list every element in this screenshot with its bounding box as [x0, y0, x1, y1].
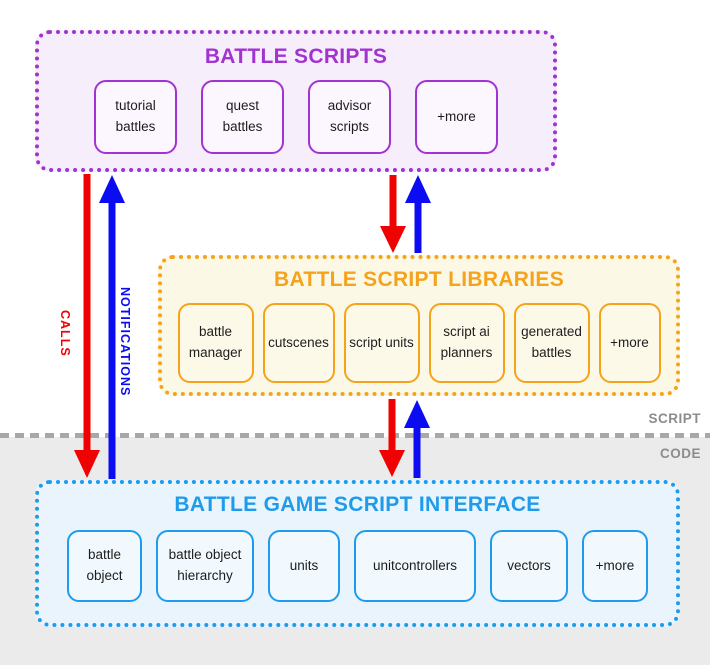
battle-scripts-title: BATTLE SCRIPTS [204, 45, 388, 68]
notifications-arrow-top [405, 175, 431, 253]
node-script-units: script units [343, 303, 420, 383]
battle-game-script-interface-items-row: battle object battle object hierarchy un… [39, 530, 676, 602]
node-quest-battles: quest battles [201, 80, 284, 154]
calls-arrow-top [380, 175, 406, 253]
node-tutorial-battles: tutorial battles [94, 80, 177, 154]
node-unitcontrollers: unitcontrollers [354, 530, 476, 602]
code-layer-label: CODE [659, 446, 701, 461]
node-scripts-more: +more [415, 80, 498, 154]
battle-scripts-group: BATTLE SCRIPTS tutorial battles quest ba… [35, 30, 557, 172]
node-libraries-more: +more [598, 303, 661, 383]
battle-script-libraries-group: BATTLE SCRIPT LIBRARIES battle manager c… [158, 255, 680, 396]
script-code-divider-line [0, 433, 710, 438]
node-generated-battles: generated battles [513, 303, 590, 383]
script-layer-label: SCRIPT [648, 411, 701, 426]
battle-game-script-interface-group: BATTLE GAME SCRIPT INTERFACE battle obje… [35, 480, 680, 627]
calls-arrow-label: CALLS [58, 310, 72, 357]
node-battle-manager: battle manager [177, 303, 254, 383]
node-cutscenes: cutscenes [262, 303, 335, 383]
node-battle-object: battle object [67, 530, 142, 602]
notifications-arrow-label: NOTIFICATIONS [118, 287, 132, 397]
node-interface-more: +more [582, 530, 648, 602]
node-units: units [268, 530, 340, 602]
battle-script-libraries-title: BATTLE SCRIPT LIBRARIES [273, 268, 564, 291]
node-battle-object-hierarchy: battle object hierarchy [156, 530, 254, 602]
battle-game-script-interface-title: BATTLE GAME SCRIPT INTERFACE [174, 493, 541, 516]
node-script-ai-planners: script ai planners [428, 303, 505, 383]
node-vectors: vectors [490, 530, 568, 602]
battle-scripts-items-row: tutorial battles quest battles advisor s… [39, 80, 553, 154]
node-advisor-scripts: advisor scripts [308, 80, 391, 154]
battle-script-libraries-items-row: battle manager cutscenes script units sc… [162, 303, 676, 383]
